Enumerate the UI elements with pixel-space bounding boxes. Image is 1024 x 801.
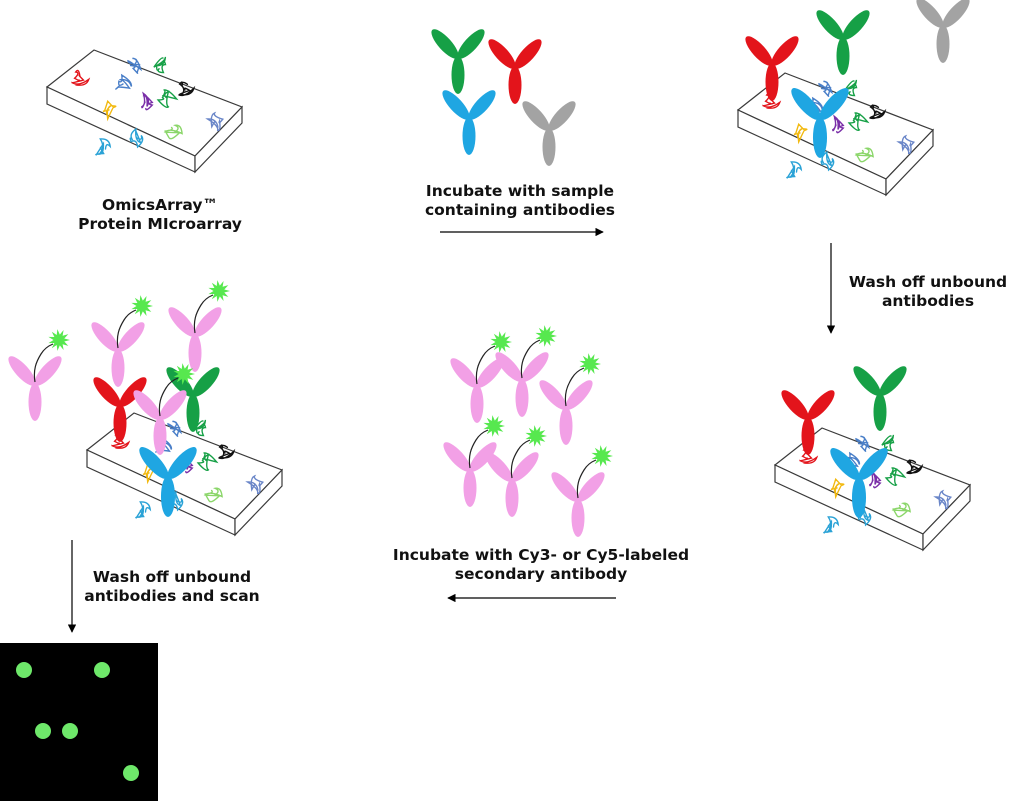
secondary-antibody-cy-labeled — [168, 280, 230, 372]
secondary-antibody-cy-labeled — [539, 353, 601, 445]
bound-antibody-green — [853, 366, 907, 431]
secondary-antibody-cy-labeled — [8, 329, 70, 421]
bound-antibody-green — [816, 10, 870, 75]
fluorescent-spot — [62, 723, 78, 739]
antibody-green — [431, 29, 485, 94]
bound-antibody-red — [781, 390, 835, 455]
scan-result-image — [0, 643, 158, 801]
bound-antibody-blue — [791, 88, 849, 158]
antibody-blue — [442, 90, 496, 155]
bound-antibody-blue — [830, 448, 888, 518]
bound-antibody-blue — [139, 447, 197, 517]
secondary-antibody-cy-labeled — [91, 295, 153, 387]
secondary-antibody-cy-labeled — [450, 331, 512, 423]
bound-antibody-green — [166, 367, 220, 432]
fluorescent-spot — [16, 662, 32, 678]
secondary-antibody-cy-labeled — [485, 425, 547, 517]
antibody-red — [488, 39, 542, 104]
secondary-antibody-cy-labeled — [443, 415, 505, 507]
secondary-antibody-cy-labeled — [495, 325, 557, 417]
secondary-antibody-cy-labeled — [551, 445, 613, 537]
bound-antibody-red — [93, 377, 147, 442]
secondary-antibody-cy-labeled — [133, 363, 195, 455]
antibody-gray — [522, 101, 576, 166]
fluorescent-spot — [35, 723, 51, 739]
fluorescent-spot — [94, 662, 110, 678]
protein-microarray-slide — [45, 49, 244, 174]
unbound-antibody-gray — [916, 0, 970, 63]
bound-antibody-red — [745, 36, 799, 101]
fluorescent-spot — [123, 765, 139, 781]
